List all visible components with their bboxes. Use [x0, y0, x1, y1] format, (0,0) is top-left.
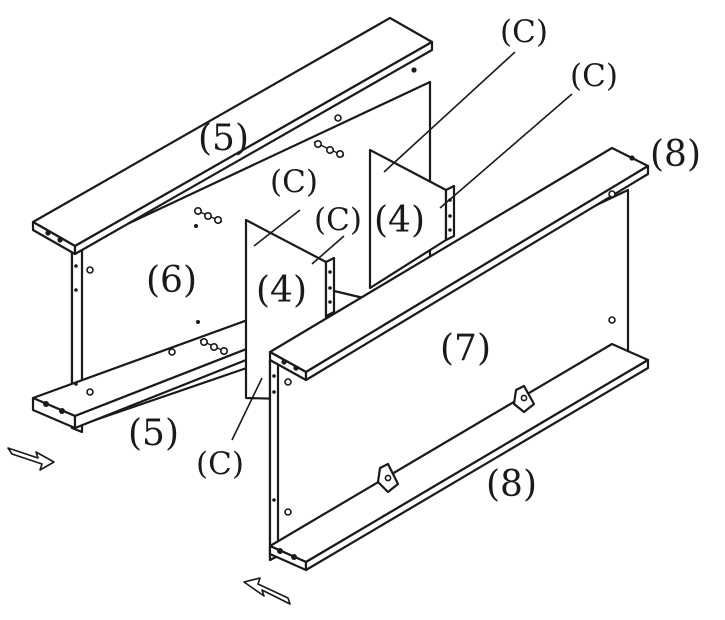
leader-lines	[231, 51, 573, 441]
label-fitting-c-mid-1: (C)	[270, 164, 318, 200]
l-bracket-1	[512, 384, 536, 414]
direction-arrow-icon	[7, 447, 55, 471]
divider-4-right	[368, 148, 456, 290]
panel-6-hole-3	[334, 114, 342, 122]
panel-6-edge-hole-3	[74, 382, 78, 386]
label-divider-4-right: (4)	[374, 200, 425, 241]
l-bracket-2	[376, 462, 400, 494]
label-panel-5-bottom: (5)	[128, 413, 179, 454]
divider-4-right-edge	[444, 184, 456, 242]
top-flange-5-edge	[73, 40, 434, 256]
label-fitting-c-bottom: (C)	[196, 446, 244, 482]
panel-6-edge-hole-1	[74, 264, 78, 268]
label-fitting-c-top-1: (C)	[500, 14, 548, 50]
label-panel-8-top: (8)	[650, 134, 701, 175]
top-flange-8-edge	[304, 164, 650, 382]
top-flange-hole-2	[57, 237, 63, 243]
panel-6-edge-hole-2	[74, 288, 78, 292]
label-panel-6: (6)	[146, 260, 197, 301]
label-fitting-c-mid-2: (C)	[314, 202, 362, 238]
panel-6-hole-4	[168, 348, 176, 356]
panel-7-side-edge	[268, 354, 280, 562]
top-flange-hole-1	[45, 230, 51, 236]
label-panel-7: (7)	[440, 328, 491, 369]
bottom-flange-8-edge	[304, 358, 650, 572]
panel-6-hole-1	[86, 266, 94, 274]
top-flange-hole-3	[411, 67, 417, 73]
bottom-flange-hole-2	[59, 408, 65, 414]
dowel-middle	[194, 207, 223, 228]
dowel-lower	[196, 320, 229, 355]
dowel-upper	[313, 140, 345, 159]
bottom-flange-hole-1	[43, 401, 49, 407]
label-fitting-c-top-2: (C)	[570, 58, 618, 94]
label-panel-8-bottom: (8)	[486, 464, 537, 505]
panel-6-hole-2	[86, 388, 94, 396]
label-panel-5-top: (5)	[198, 118, 249, 159]
label-divider-4-left: (4)	[256, 270, 307, 311]
front-panel-assembly	[268, 146, 650, 572]
direction-arrow-icon	[243, 577, 291, 605]
